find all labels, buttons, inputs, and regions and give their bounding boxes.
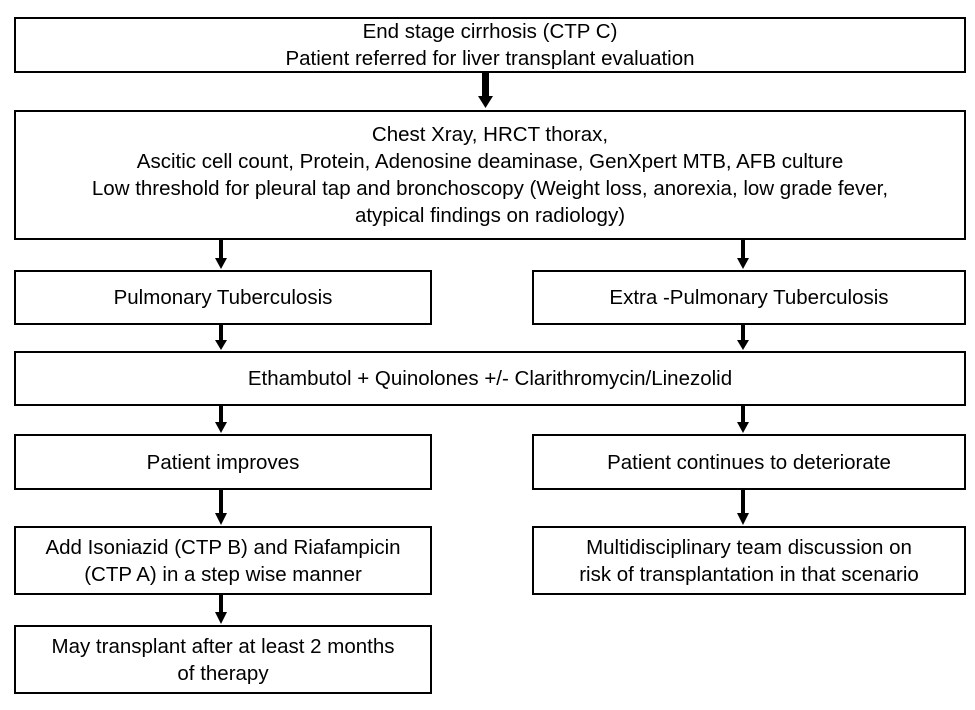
investigations-box: Chest Xray, HRCT thorax, Ascitic cell co… bbox=[14, 110, 966, 240]
box-line: Patient referred for liver transplant ev… bbox=[285, 47, 695, 70]
box-line: Ascitic cell count, Protein, Adenosine d… bbox=[136, 150, 844, 173]
arrow-head bbox=[737, 422, 749, 433]
add-isoniazid-rifampicin-box: Add Isoniazid (CTP B) and Riafampicin (C… bbox=[14, 526, 432, 595]
box-line: Add Isoniazid (CTP B) and Riafampicin bbox=[45, 535, 401, 559]
multidisciplinary-discussion-box: Multidisciplinary team discussion on ris… bbox=[532, 526, 966, 595]
arrow-shaft bbox=[741, 240, 745, 260]
arrow-head bbox=[215, 422, 227, 433]
extra-pulmonary-tb-box: Extra -Pulmonary Tuberculosis bbox=[532, 270, 966, 325]
arrow-head bbox=[737, 340, 749, 350]
treatment-regimen-box: Ethambutol + Quinolones +/- Clarithromyc… bbox=[14, 351, 966, 406]
box-line: Ethambutol + Quinolones +/- Clarithromyc… bbox=[247, 367, 733, 390]
box-line: Pulmonary Tuberculosis bbox=[113, 286, 333, 309]
box-line: Low threshold for pleural tap and bronch… bbox=[91, 177, 889, 200]
box-line: (CTP A) in a step wise manner bbox=[84, 562, 362, 586]
arrow-shaft bbox=[219, 240, 223, 260]
box-line: May transplant after at least 2 months bbox=[51, 634, 395, 658]
arrow-shaft bbox=[741, 325, 745, 341]
box-line: Extra -Pulmonary Tuberculosis bbox=[609, 286, 889, 309]
box-line: atypical findings on radiology) bbox=[354, 204, 626, 227]
may-transplant-box: May transplant after at least 2 months o… bbox=[14, 625, 432, 694]
arrow-head bbox=[737, 513, 749, 525]
arrow-shaft bbox=[219, 490, 223, 514]
patient-improves-box: Patient improves bbox=[14, 434, 432, 490]
arrow-head bbox=[215, 258, 227, 269]
box-line: of therapy bbox=[177, 661, 269, 685]
box-line: End stage cirrhosis (CTP C) bbox=[362, 20, 618, 43]
arrow-shaft bbox=[482, 73, 489, 98]
arrow-head bbox=[215, 612, 227, 624]
arrow-shaft bbox=[219, 406, 223, 424]
arrow-shaft bbox=[219, 325, 223, 341]
arrow-head bbox=[737, 258, 749, 269]
patient-deteriorates-box: Patient continues to deteriorate bbox=[532, 434, 966, 490]
box-line: Chest Xray, HRCT thorax, bbox=[371, 123, 609, 146]
box-line: Patient continues to deteriorate bbox=[607, 450, 891, 474]
box-line: Multidisciplinary team discussion on bbox=[586, 535, 912, 559]
evaluation-referral-box: End stage cirrhosis (CTP C) Patient refe… bbox=[14, 17, 966, 73]
arrow-shaft bbox=[219, 595, 223, 613]
arrow-head bbox=[478, 96, 493, 108]
arrow-shaft bbox=[741, 406, 745, 424]
box-line: risk of transplantation in that scenario bbox=[579, 562, 919, 586]
arrow-head bbox=[215, 513, 227, 525]
arrow-head bbox=[215, 340, 227, 350]
arrow-shaft bbox=[741, 490, 745, 514]
pulmonary-tb-box: Pulmonary Tuberculosis bbox=[14, 270, 432, 325]
box-line: Patient improves bbox=[146, 450, 300, 474]
